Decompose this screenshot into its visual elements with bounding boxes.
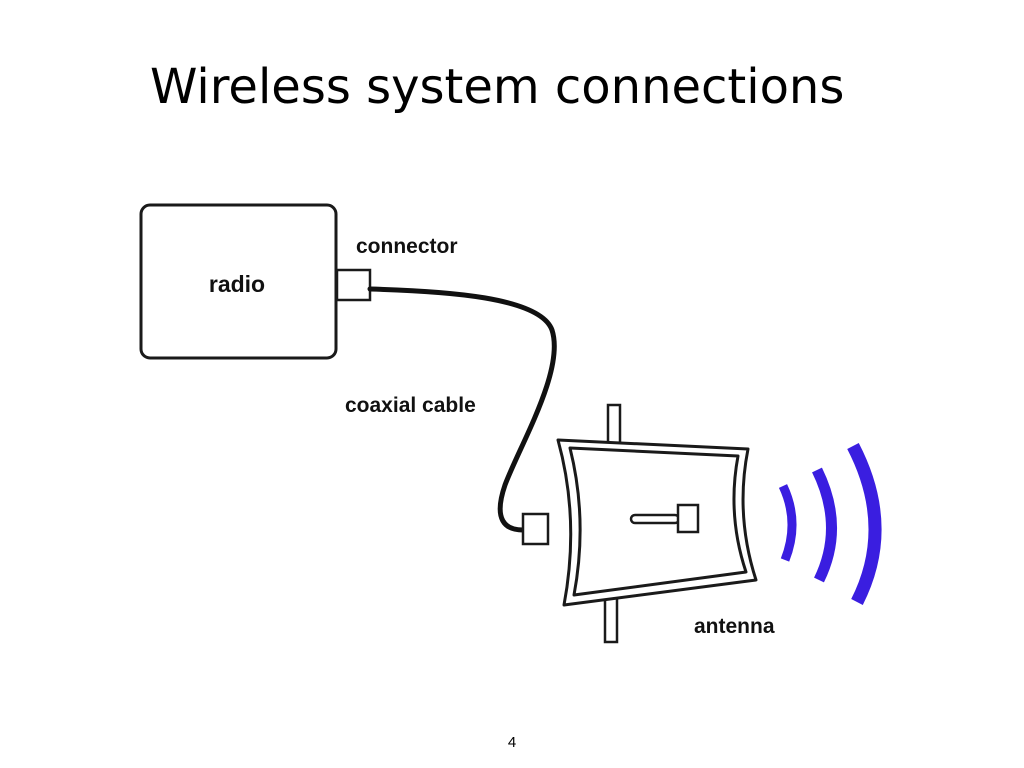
connector-label: connector [356, 235, 458, 258]
antenna-connector [521, 512, 550, 546]
slide-title: Wireless system connections [150, 59, 845, 115]
radio-connector [335, 268, 372, 302]
radio-wave-small [778, 484, 797, 562]
radio-wave-large [847, 443, 882, 605]
radio-label: radio [209, 271, 265, 297]
antenna-feed-rod [629, 513, 681, 525]
antenna-label: antenna [694, 615, 775, 638]
coaxial-cable [367, 286, 557, 533]
coaxial-cable-label: coaxial cable [345, 394, 476, 417]
antenna-feed-block [676, 503, 700, 534]
radio-wave-medium [812, 467, 837, 583]
page-number: 4 [507, 734, 517, 751]
